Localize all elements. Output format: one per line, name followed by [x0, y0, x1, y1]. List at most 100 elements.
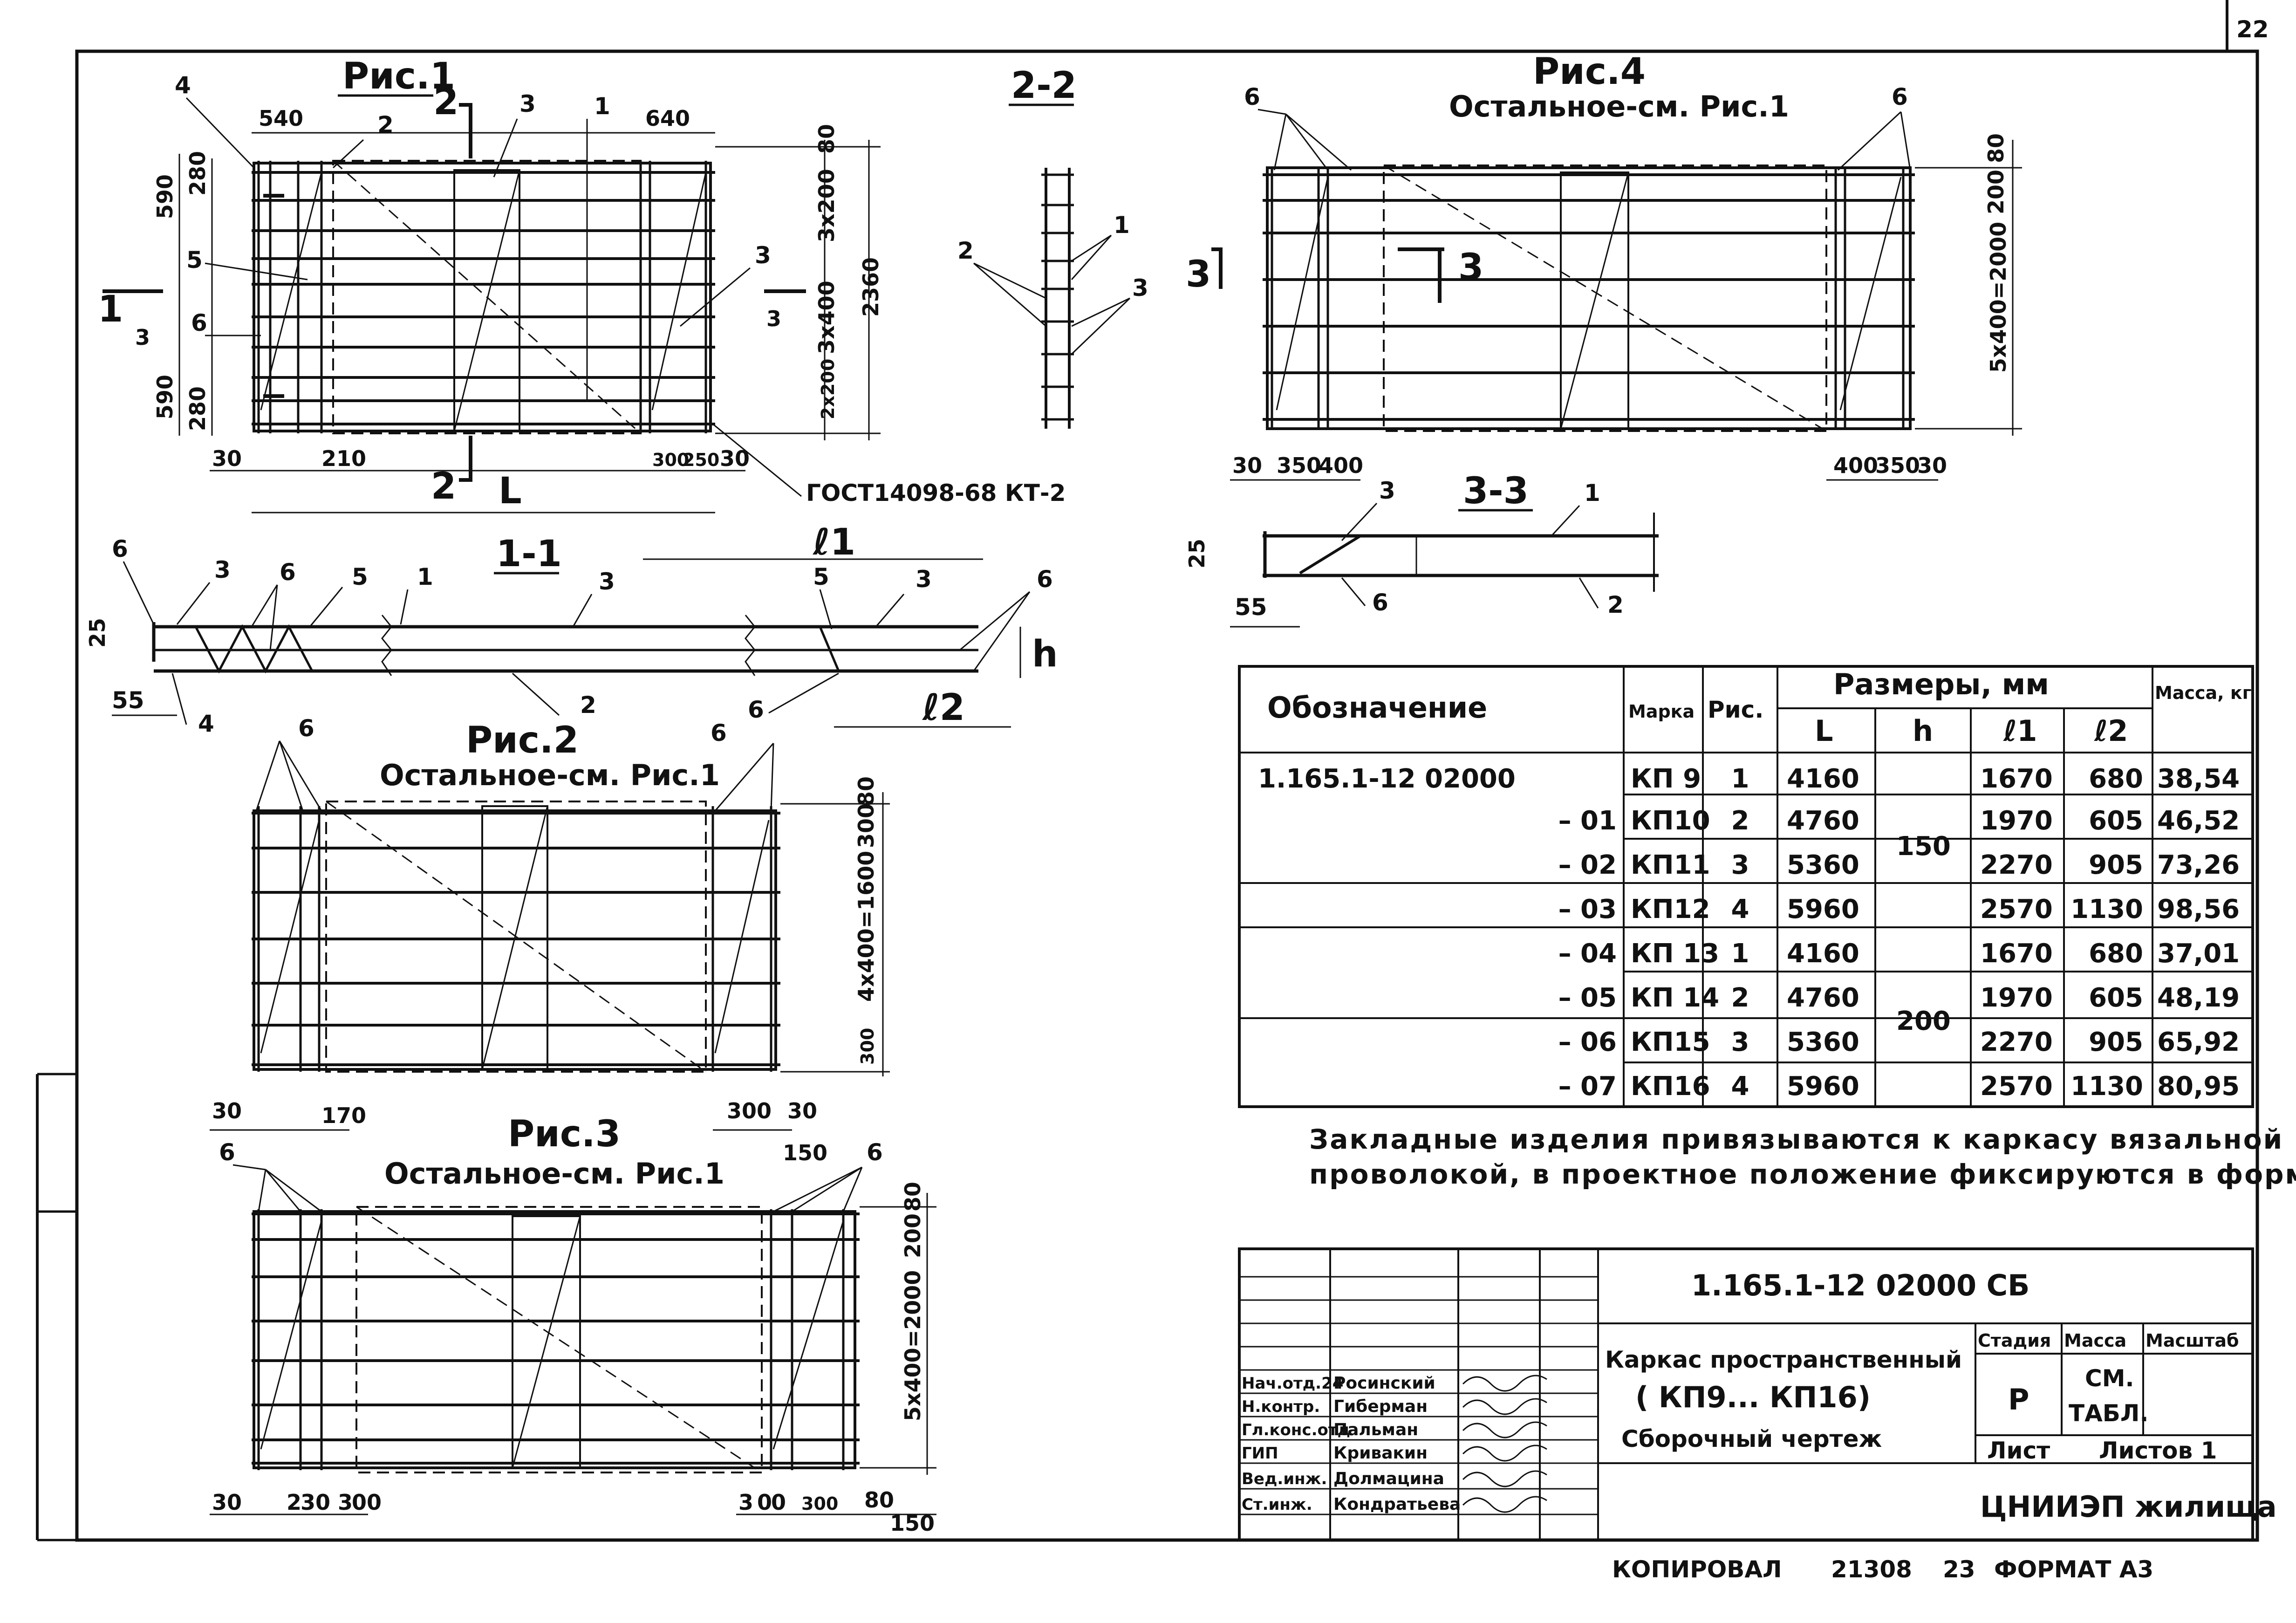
table-cell-designation: – 01 [1558, 806, 1617, 836]
fig4-label-6-right: 6 [1892, 83, 1908, 110]
fig1-label-6: 6 [191, 309, 207, 336]
signer-role: Вед.инж. [1242, 1470, 1327, 1488]
sec11-label-6c: 6 [1037, 566, 1053, 593]
fig1-dim-540: 540 [259, 106, 303, 131]
tb-name-line2: ( КП9... КП16) [1635, 1380, 1871, 1414]
signer-name: Росинский [1333, 1374, 1435, 1393]
table-cell-l2: 605 [2089, 806, 2143, 836]
fig1-label-5: 5 [186, 247, 203, 274]
table-cell-designation: – 03 [1558, 894, 1617, 924]
table-cell-l2: 905 [2089, 1027, 2143, 1057]
signer-role: Гл.конс.отд [1242, 1421, 1350, 1439]
fig1-label-3-right: 3 [755, 242, 771, 269]
fig1-dim-640: 640 [645, 106, 690, 131]
table-cell-L: 5960 [1787, 1071, 1859, 1102]
sec33-dim-55: 55 [1235, 594, 1267, 621]
fig2-dim-80: 80 [854, 776, 879, 806]
title-block: 1.165.1-12 02000 СБ Каркас пространствен… [1238, 1247, 2277, 1541]
sec33-label-6: 6 [1372, 589, 1388, 616]
table-cell-brand: КП11 [1631, 850, 1710, 880]
signer-role: ГИП [1242, 1444, 1278, 1463]
table-cell-brand: КП12 [1631, 894, 1710, 924]
table-header-brand: Марка [1628, 701, 1695, 722]
table-cell-designation: – 02 [1558, 850, 1617, 880]
fig1-dim-30-left: 30 [212, 446, 242, 471]
fig4-dim-30-right: 30 [1917, 453, 1947, 478]
table-cell-fig: 3 [1731, 1027, 1749, 1057]
sec11-label-1: 1 [417, 563, 433, 590]
fig3-drawing: Рис.3 Остальное-см. Рис.1 6 [210, 1113, 936, 1536]
sec11-label-4: 4 [198, 710, 214, 737]
sec33-dim-25: 25 [1184, 539, 1210, 568]
fig4-dim-30-left: 30 [1232, 453, 1262, 478]
fig3-title: Рис.3 [508, 1113, 621, 1155]
fig3-dim-80b: 80 [864, 1487, 894, 1513]
fig2-drawing: Рис.2 Остальное-см. Рис.1 6 6 [210, 715, 890, 1165]
fig1-cut-2-top: 2 [433, 81, 458, 123]
fig3-dim-0r: 0 [757, 1490, 772, 1515]
signature-mark [1462, 1398, 1547, 1415]
fig1-dim-3x400: 3x400 [814, 281, 839, 354]
table-header-l1: ℓ1 [2003, 714, 2037, 748]
sec11-label-2: 2 [580, 692, 596, 719]
table-h-200: 200 [1896, 1006, 1951, 1036]
table-cell-fig: 4 [1731, 1071, 1749, 1102]
tb-name-line1: Каркас пространственный [1605, 1346, 1962, 1373]
sec11-label-6d: 6 [748, 696, 764, 723]
fig3-dim-150: 150 [890, 1511, 935, 1536]
fig4-drawing: Рис.4 Остальное-см. Рис.1 6 [1186, 51, 2022, 481]
tb-scale-label: Масштаб [2146, 1330, 2239, 1351]
sec11-label-3c: 3 [916, 566, 932, 593]
table-cell-L: 4160 [1787, 938, 1859, 969]
fig1-cut-3-right: 3 [766, 306, 781, 331]
signature-mark [1462, 1375, 1547, 1392]
table-cell-mass: 38,54 [2157, 764, 2240, 794]
fig4-dim-350-right: 350 [1875, 453, 1920, 478]
fig4-cut-3-inner: 3 [1458, 247, 1483, 288]
fig2-title: Рис.2 [466, 719, 579, 761]
fig3-dim-200: 200 [900, 1213, 925, 1258]
sec33-label-2: 2 [1607, 591, 1624, 618]
fig1-label-1: 1 [594, 93, 610, 120]
table-cell-designation: – 06 [1558, 1027, 1617, 1057]
note-line1: Закладные изделия привязываются к каркас… [1309, 1123, 2283, 1155]
footer-doc-number: 21308 [1831, 1556, 1912, 1583]
sec11-title: 1-1 [496, 533, 562, 575]
table-cell-mass: 48,19 [2157, 983, 2240, 1013]
sec22-label-3: 3 [1132, 274, 1148, 301]
section-3-3: 3-3 3 1 6 2 25 55 [1184, 470, 1659, 628]
table-cell-l1: 1670 [1980, 764, 2053, 794]
signer-name: Кондратьева [1333, 1495, 1461, 1514]
fig4-dim-200: 200 [1983, 170, 2009, 214]
fig3-dim-30b: 30 [301, 1490, 330, 1515]
fig3-dim-2: 2 [287, 1490, 301, 1515]
table-cell-l1: 1970 [1980, 806, 2053, 836]
sec33-title: 3-3 [1463, 470, 1529, 512]
fig3-dim-00: 00 [352, 1490, 382, 1515]
fig3-dim-3r: 3 [738, 1490, 753, 1515]
fig2-dim-300-top: 300 [854, 803, 879, 848]
fig4-dim-350-left: 350 [1277, 453, 1321, 478]
sec11-label-3a: 3 [214, 556, 231, 583]
tb-sheet-label: Лист [1987, 1437, 2050, 1464]
fig2-subtitle: Остальное-см. Рис.1 [380, 758, 720, 792]
sec22-label-2: 2 [957, 237, 974, 264]
sec11-label-5b: 5 [813, 563, 829, 590]
signature-mark [1462, 1421, 1547, 1438]
tb-org: ЦНИИЭП жилища [1980, 1490, 2277, 1524]
section-2-2: 2-2 1 2 3 [957, 65, 1148, 429]
sec11-dim-l2: ℓ2 [922, 687, 965, 729]
table-cell-brand: КП 13 [1631, 938, 1719, 969]
sec11-dim-l1: ℓ1 [812, 521, 855, 563]
tb-doc-code: 1.165.1-12 02000 СБ [1691, 1268, 2030, 1302]
fig3-dim-3: 3 [338, 1490, 353, 1515]
sec11-dim-55: 55 [112, 687, 144, 714]
fig2-dim-4x400: 4x400=1600 [854, 851, 879, 1002]
signature-mark [1462, 1470, 1547, 1487]
fig3-dim-300: 300 [801, 1493, 838, 1514]
tb-stage-label: Стадия [1978, 1330, 2051, 1351]
table-cell-designation: – 05 [1558, 983, 1617, 1013]
fig4-cut-3-left: 3 [1186, 253, 1211, 295]
spec-table: Обозначение Марка Рис. Размеры, мм Масса… [1238, 665, 2254, 1108]
